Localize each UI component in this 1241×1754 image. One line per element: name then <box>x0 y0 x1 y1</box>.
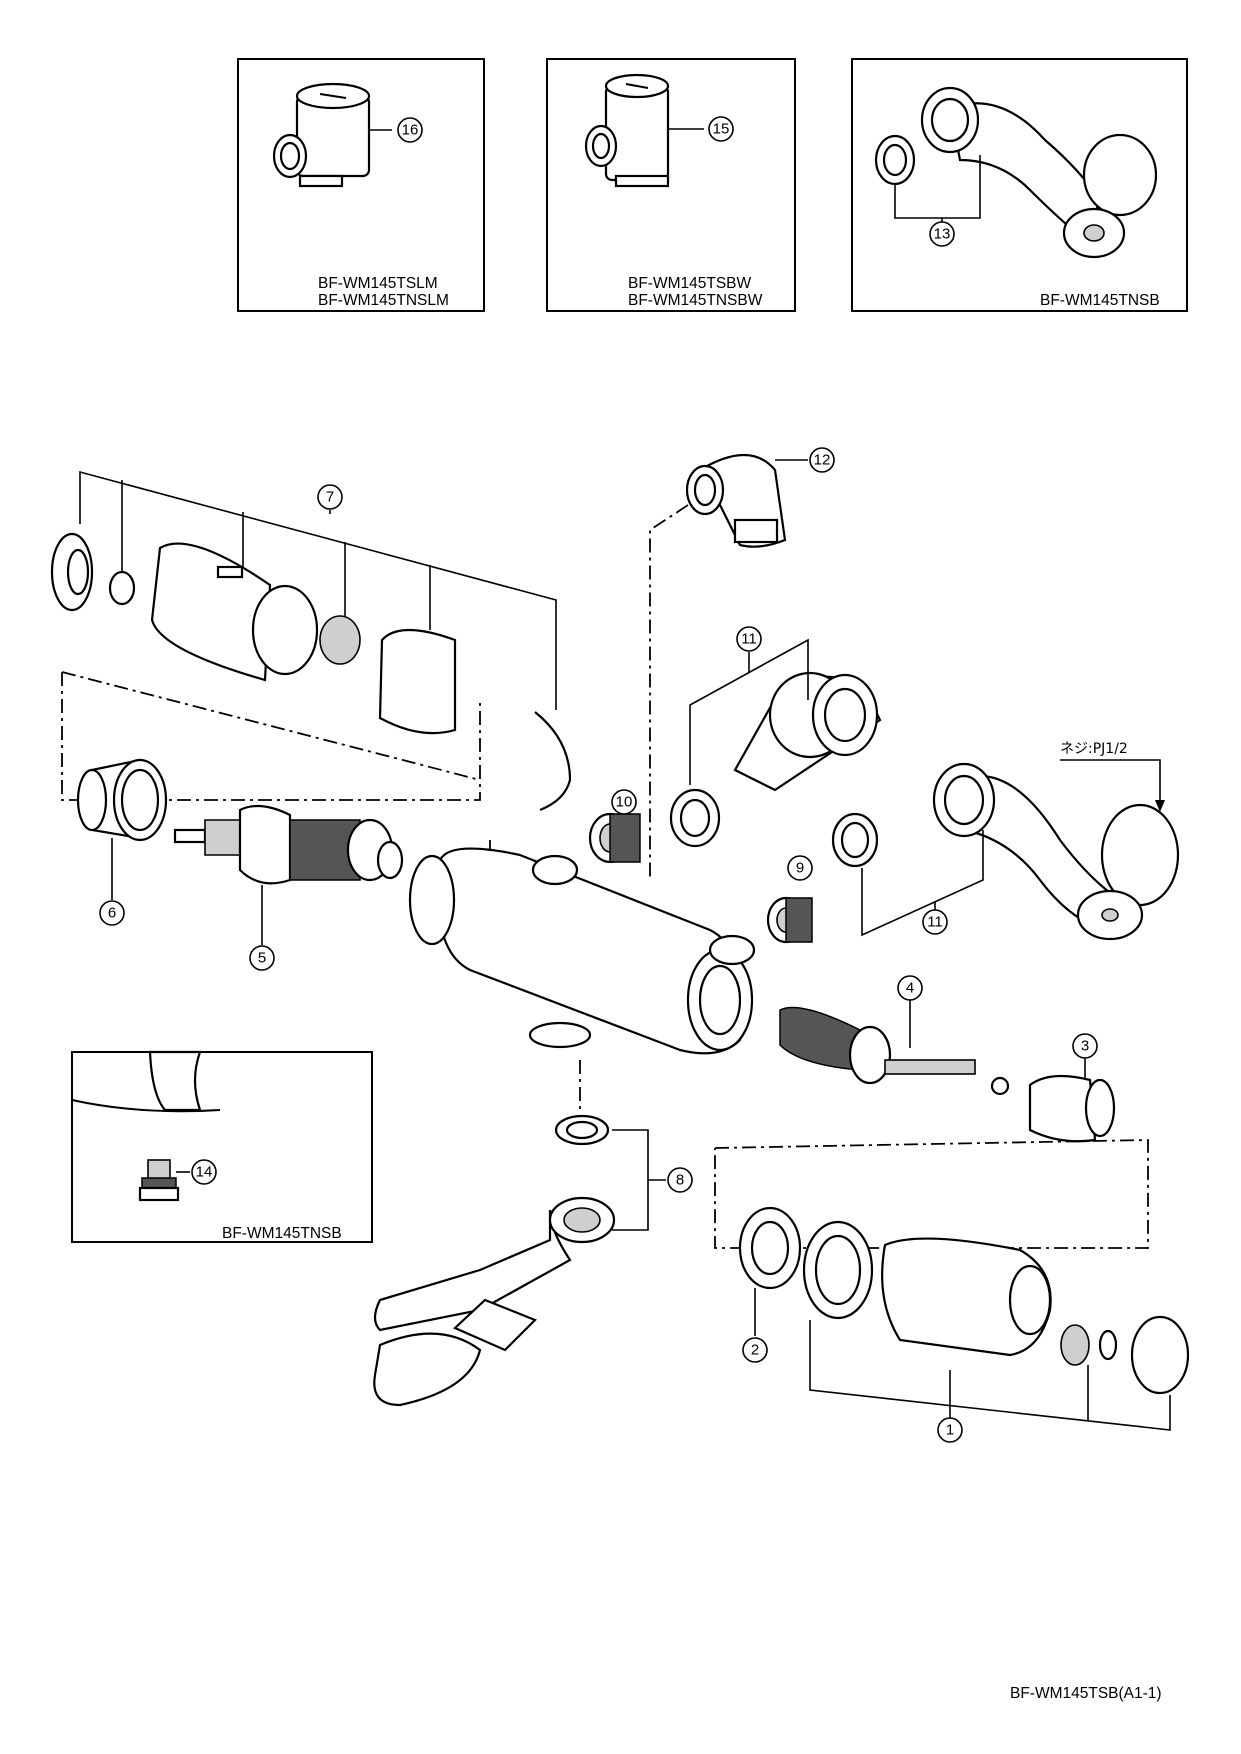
inset-box-15: 15 BF-WM145TSBW BF-WM145TNSBW <box>546 58 796 312</box>
footer-code: BF-WM145TSB(A1-1) <box>1010 1685 1162 1702</box>
callout-1: 1 <box>946 1422 954 1439</box>
spout-8 <box>373 1114 616 1407</box>
inset-a-label-2: BF-WM145TNSLM <box>318 292 449 309</box>
crank-union-11-lower <box>932 762 1180 941</box>
callout-11b: 11 <box>927 914 943 931</box>
guide-line-right <box>714 1139 1149 1249</box>
check-valve-14 <box>138 1159 180 1202</box>
sleeve-6 <box>76 758 168 842</box>
inset-d-label: BF-WM145TNSB <box>222 1225 342 1242</box>
callout-circle-6 <box>99 900 125 926</box>
mixing-valve-body <box>408 847 756 1055</box>
arrow-head-icon <box>1155 800 1165 812</box>
callout-15: 15 <box>713 121 730 138</box>
elbow-union-12 <box>685 453 787 548</box>
callout-circle-2 <box>742 1337 768 1363</box>
callout-11a: 11 <box>741 631 757 648</box>
callout-circle-16 <box>397 117 423 143</box>
callout-2: 2 <box>751 1342 759 1359</box>
inset-box-16: 16 BF-WM145TSLM BF-WM145TNSLM <box>237 58 485 312</box>
thermo-cartridge-5 <box>173 804 404 885</box>
callout-5: 5 <box>258 950 266 967</box>
guide-line-12 <box>649 504 689 880</box>
callout-3: 3 <box>1081 1038 1089 1055</box>
inset-a-label-1: BF-WM145TSLM <box>318 275 438 292</box>
callout-circle-15 <box>708 116 734 142</box>
inset-b-label-1: BF-WM145TSBW <box>628 275 752 292</box>
leader-7 <box>79 470 557 710</box>
callout-circle-11a <box>736 626 762 652</box>
callout-circle-9 <box>787 855 813 881</box>
handle-assembly-7 <box>50 532 572 812</box>
inset-b-label-2: BF-WM145TNSBW <box>628 292 763 309</box>
ring-2 <box>738 1206 802 1290</box>
callout-circle-13 <box>929 221 955 247</box>
inset-box-14: 14 BF-WM145TNSB <box>71 1050 373 1243</box>
inset-c-label: BF-WM145TNSB <box>1040 292 1160 309</box>
diverter-knob-15 <box>584 73 670 188</box>
strainer-10 <box>588 812 641 864</box>
callout-6: 6 <box>108 905 116 922</box>
callout-circle-4 <box>897 975 923 1001</box>
union-11-upper <box>669 671 882 848</box>
callout-circle-1 <box>937 1417 963 1443</box>
washer-11-lower <box>831 812 879 868</box>
callout-9: 9 <box>796 860 804 877</box>
thread-note: ネジ:PJ1/2 <box>1060 741 1128 757</box>
callout-circle-11b <box>922 909 948 935</box>
callout-10: 10 <box>616 794 633 811</box>
crank-elbow-13 <box>920 86 1158 259</box>
callout-14: 14 <box>196 1164 213 1181</box>
callout-7: 7 <box>326 489 334 506</box>
callout-12: 12 <box>814 452 831 469</box>
callout-13: 13 <box>934 226 951 243</box>
callout-circle-8 <box>667 1167 693 1193</box>
callout-circle-14 <box>191 1159 217 1185</box>
strainer-9 <box>766 896 813 944</box>
guide-line-left <box>61 672 481 801</box>
callout-circle-12 <box>809 447 835 473</box>
temperature-handle-1 <box>802 1220 1190 1395</box>
adapter-sleeve-3 <box>1028 1074 1116 1143</box>
callout-4: 4 <box>906 980 914 997</box>
callout-8: 8 <box>676 1172 684 1189</box>
washer-13 <box>874 134 916 186</box>
callout-circle-10 <box>611 789 637 815</box>
callout-circle-5 <box>249 945 275 971</box>
diverter-knob-16 <box>272 82 371 188</box>
callout-circle-3 <box>1072 1033 1098 1059</box>
callout-16: 16 <box>402 122 419 139</box>
spindle-cartridge-4 <box>779 1006 1010 1096</box>
callout-circle-7 <box>317 484 343 510</box>
inset-box-13: 13 BF-WM145TNSB <box>851 58 1188 312</box>
